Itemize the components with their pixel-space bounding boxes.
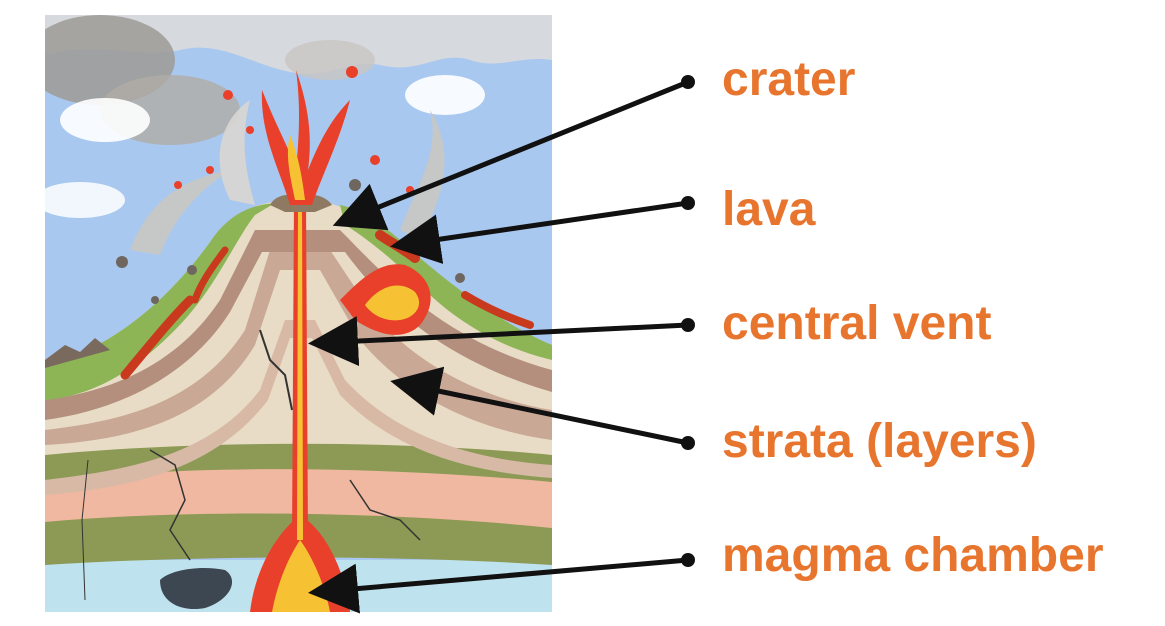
eruption-plume: [261, 70, 350, 205]
label-lava: lava: [722, 183, 816, 236]
cloud: [60, 98, 150, 142]
cloud: [405, 75, 485, 115]
label-central-vent: central vent: [722, 297, 992, 350]
underground-rock: [160, 568, 233, 610]
pointer-lines: [308, 75, 695, 614]
label-strata: strata (layers): [722, 415, 1037, 468]
pointer-magma-chamber: [308, 557, 689, 614]
distant-mountains: [45, 338, 110, 368]
strata-band: [45, 230, 552, 420]
lava-flow: [120, 295, 195, 380]
pointer-lava: [390, 200, 689, 264]
cross-section-picture: [45, 15, 552, 612]
label-magma-chamber: magma chamber: [722, 529, 1104, 582]
lava-bomb: [223, 90, 233, 100]
pointer-dot-magma-chamber: [681, 553, 695, 567]
pointer-crater: [332, 79, 689, 231]
cloud-top: [45, 15, 552, 74]
pointer-dot-strata: [681, 436, 695, 450]
rock: [116, 256, 128, 268]
cloud: [45, 182, 125, 218]
crack: [259, 329, 293, 411]
pointer-dot-crater: [681, 75, 695, 89]
pointer-dot-central-vent: [681, 318, 695, 332]
pointer-strata: [390, 366, 689, 446]
pointer-central-vent: [308, 316, 689, 367]
steam-plume: [130, 170, 230, 255]
steam-plume: [400, 110, 445, 240]
strata-band: [45, 320, 552, 495]
label-crater: crater: [722, 53, 856, 106]
lava-bomb: [346, 66, 358, 78]
pointer-dot-lava: [681, 196, 695, 210]
